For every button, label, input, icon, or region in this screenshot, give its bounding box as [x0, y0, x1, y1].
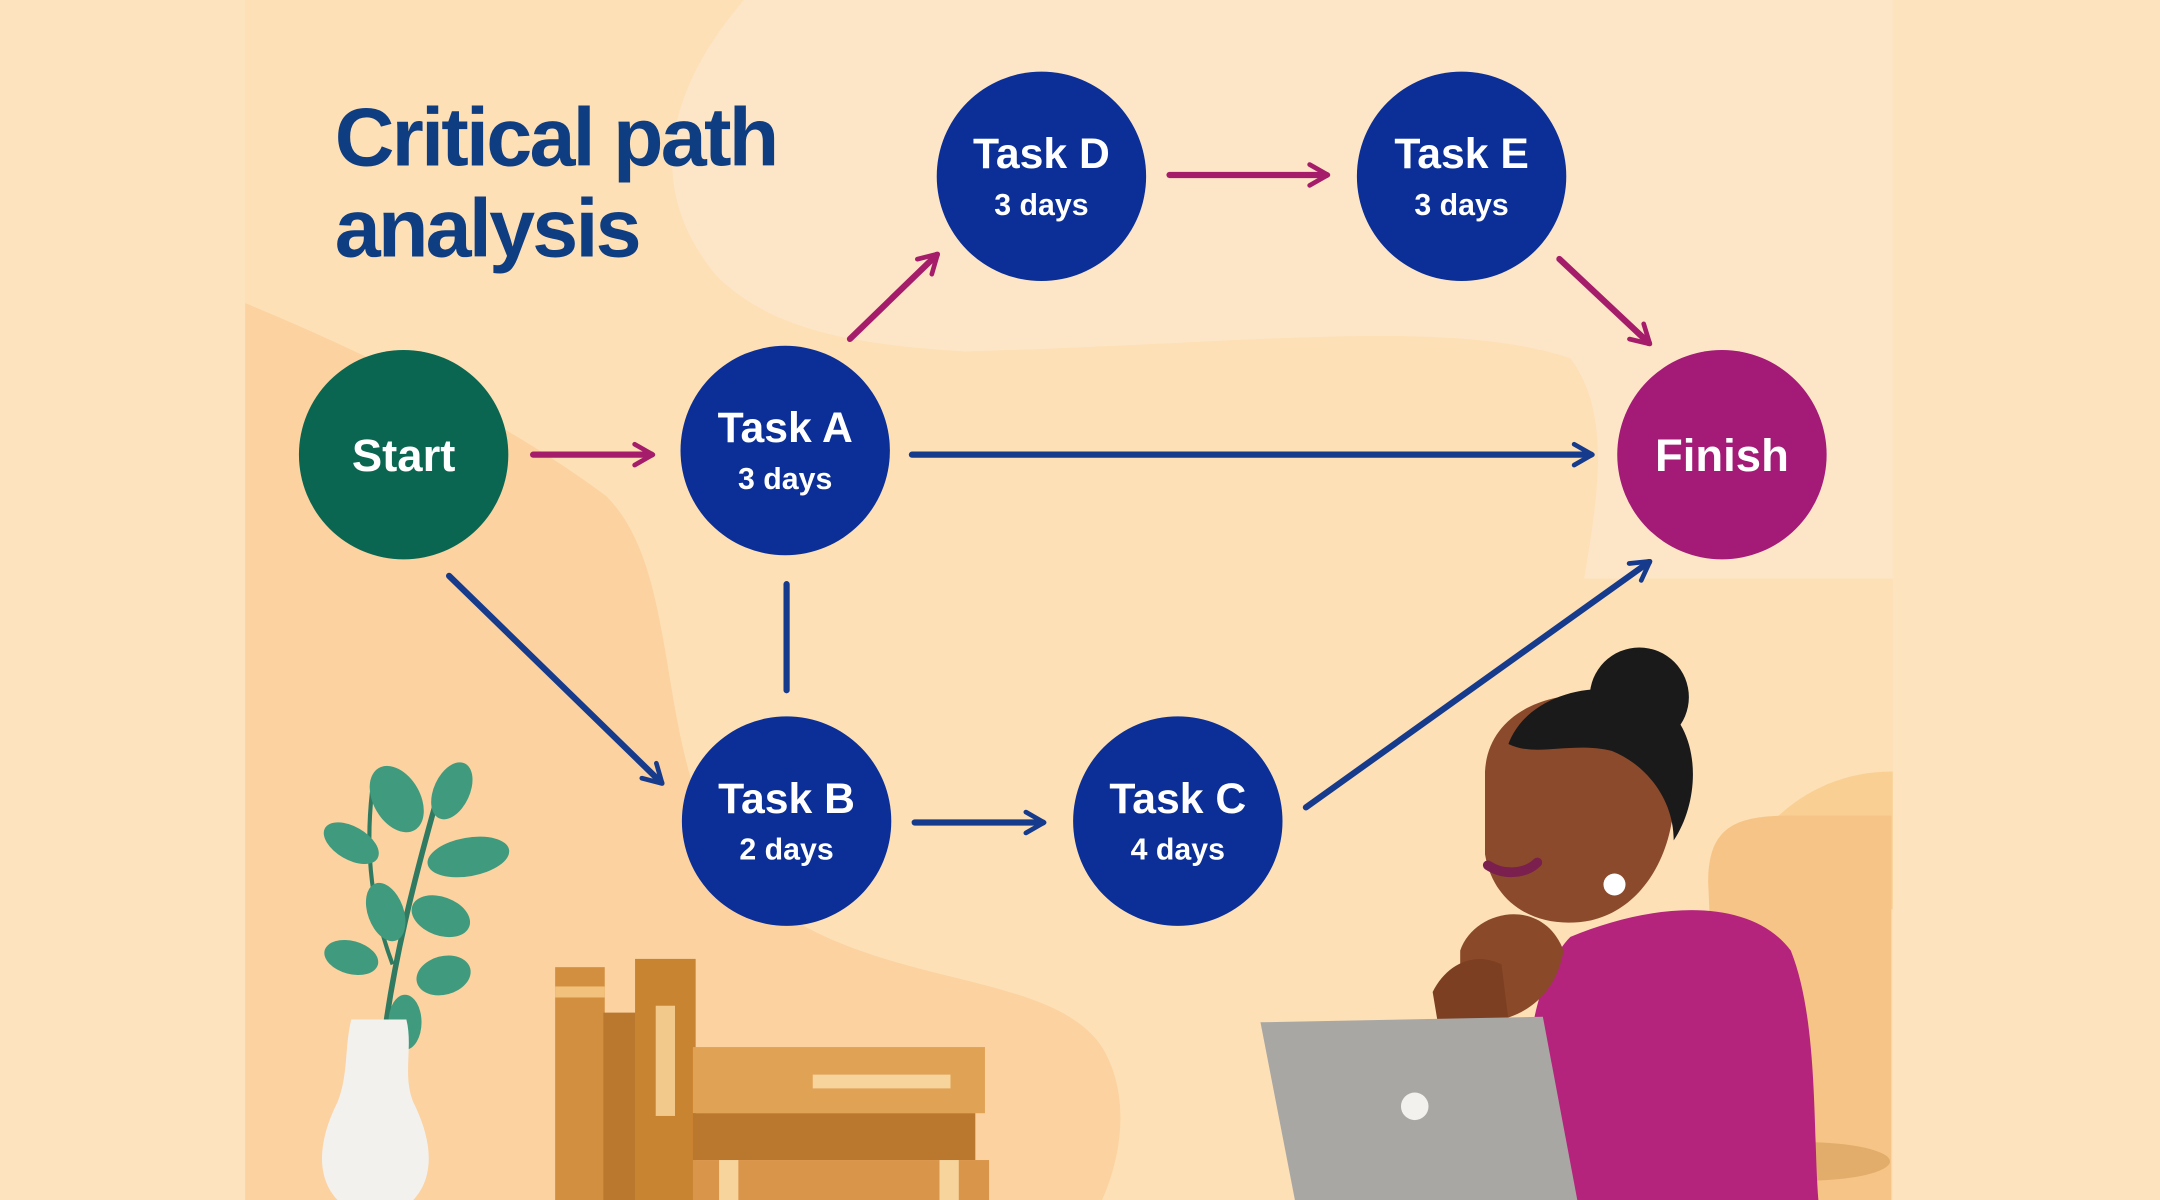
node-task-c-duration: 4 days — [1131, 834, 1225, 867]
title-line-2: analysis — [335, 181, 639, 274]
node-task-a-duration: 3 days — [738, 463, 832, 496]
node-finish-label: Finish — [1655, 430, 1789, 481]
node-finish: Finish — [1617, 349, 1827, 560]
woman-earring — [1603, 873, 1626, 896]
plant-in-vase — [322, 762, 510, 1200]
node-task-e: Task E 3 days — [1356, 71, 1567, 282]
node-task-e-duration: 3 days — [1414, 189, 1508, 222]
woman-torso — [1523, 910, 1819, 1200]
leaf — [411, 895, 471, 938]
edge-task-e-to-finish — [1556, 255, 1653, 347]
leaf — [323, 822, 379, 865]
node-task-b: Task B 2 days — [681, 716, 892, 926]
node-task-c-label: Task C — [1109, 775, 1246, 823]
leaf — [416, 955, 471, 996]
edge-start-to-task-b — [445, 572, 665, 786]
leaf — [427, 836, 510, 878]
leaf — [369, 765, 424, 833]
node-task-d-label: Task D — [973, 130, 1110, 178]
node-task-c: Task C 4 days — [1073, 716, 1283, 926]
vase — [322, 1019, 429, 1200]
edge-task-a-to-task-d — [846, 251, 941, 343]
node-task-d: Task D 3 days — [936, 71, 1147, 282]
node-start-label: Start — [352, 430, 456, 481]
title-line-1: Critical path — [335, 90, 777, 183]
edge-task-c-to-finish — [1302, 559, 1653, 811]
stack-of-books — [555, 958, 990, 1200]
node-task-b-duration: 2 days — [739, 834, 833, 867]
leaf — [431, 762, 473, 820]
node-task-e-label: Task E — [1394, 130, 1528, 178]
node-task-a: Task A 3 days — [680, 345, 890, 556]
laptop-logo — [1400, 1092, 1429, 1121]
node-task-a-label: Task A — [718, 404, 853, 452]
woman-hair-bun — [1589, 647, 1689, 747]
node-start: Start — [298, 349, 509, 560]
node-task-b-label: Task B — [718, 775, 855, 823]
node-task-d-duration: 3 days — [994, 189, 1088, 222]
woman-with-laptop — [1260, 647, 1819, 1200]
leaf — [365, 882, 406, 942]
leaf — [324, 940, 379, 976]
woman-lips — [1482, 857, 1543, 877]
